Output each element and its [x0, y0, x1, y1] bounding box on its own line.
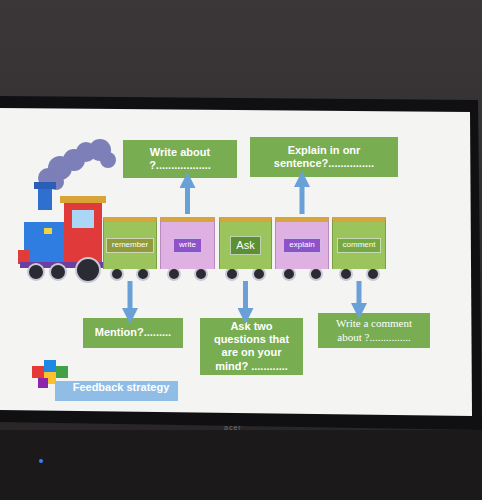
box-text: Write a comment about ?............... [323, 317, 425, 343]
car-label: explain [283, 238, 320, 253]
title-band: Feedback strategy [55, 381, 178, 401]
train-car: write [160, 217, 215, 269]
prompt-box: Write about ?.................. [123, 140, 237, 178]
car-label: comment [337, 238, 382, 253]
block-arrow [128, 281, 133, 316]
prompt-box: Mention?......... [83, 318, 183, 348]
prompt-box: Explain in onr sentence?............... [250, 137, 398, 177]
block-arrow [185, 180, 190, 214]
box-text: Mention?......... [95, 326, 171, 339]
train-car: Ask [219, 217, 272, 269]
train-car: comment [332, 217, 386, 269]
car-label: Ask [230, 236, 260, 254]
prompt-box: Ask two questions that are on your mind?… [200, 318, 303, 375]
car-label: write [173, 238, 202, 253]
brand-label: acer [224, 424, 242, 431]
box-text: Feedback strategy [73, 381, 170, 393]
box-text: Explain in onr sentence?............... [255, 144, 393, 170]
train-car: remember [103, 217, 157, 269]
block-arrow [243, 281, 248, 316]
prompt-box: Write a comment about ?............... [318, 313, 430, 348]
train-car: explain [275, 217, 329, 269]
block-arrow [357, 281, 362, 311]
monitor-bezel [0, 96, 482, 430]
power-led [39, 459, 43, 463]
car-label: remember [106, 238, 154, 253]
box-text: Write about ?.................. [128, 146, 232, 172]
block-arrow [300, 179, 305, 214]
box-text: Ask two questions that are on your mind?… [205, 320, 298, 373]
slide-screen [0, 108, 472, 416]
train-engine [18, 182, 106, 268]
monitor-base [0, 430, 482, 500]
